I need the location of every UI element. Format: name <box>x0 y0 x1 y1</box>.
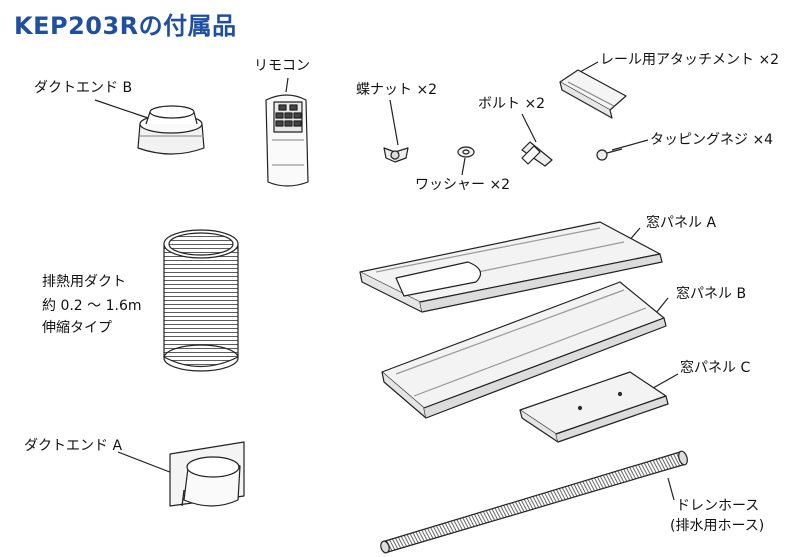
drain-hose-note-label: (排水用ホース) <box>670 518 765 534</box>
rail-attachment-illustration <box>559 61 627 119</box>
bolt-label: ボルト ×2 <box>478 96 546 112</box>
rail-attachment-label: レール用アタッチメント ×2 <box>600 52 780 68</box>
window-panel-c-label: 窓パネル C <box>680 360 751 376</box>
duct-end-b-illustration <box>94 99 205 155</box>
exhaust-duct-label: 排熱用ダクト <box>42 274 126 290</box>
exhaust-duct-illustration <box>163 229 239 372</box>
duct-end-b-label: ダクトエンド B <box>34 80 133 96</box>
remote-control-illustration <box>265 77 309 187</box>
window-panel-b-label: 窓パネル B <box>676 286 747 302</box>
washer-label: ワッシャー ×2 <box>415 177 511 193</box>
duct-end-a-illustration <box>117 441 245 507</box>
drain-hose-label: ドレンホース <box>676 498 760 514</box>
remote-label: リモコン <box>254 58 310 74</box>
bolt-illustration <box>521 113 553 167</box>
tapping-screw-label: タッピングネジ ×4 <box>650 132 774 148</box>
page-title: KEP203Rの付属品 <box>14 12 237 40</box>
duct-end-a-label: ダクトエンド A <box>24 438 123 454</box>
exhaust-duct-length-label: 約 0.2 ～ 1.6m <box>42 298 142 314</box>
window-panel-b-illustration <box>381 281 669 419</box>
washer-illustration <box>457 146 475 176</box>
exhaust-duct-type-label: 伸縮タイプ <box>42 320 112 336</box>
window-panel-c-illustration <box>519 371 679 443</box>
wing-nut-illustration <box>383 99 409 163</box>
window-panel-a-illustration <box>359 221 663 313</box>
drain-hose-illustration <box>380 450 688 554</box>
window-panel-a-label: 窓パネル A <box>646 215 717 231</box>
wing-nut-label: 蝶ナット ×2 <box>356 82 438 98</box>
tapping-screw-illustration <box>596 139 649 161</box>
